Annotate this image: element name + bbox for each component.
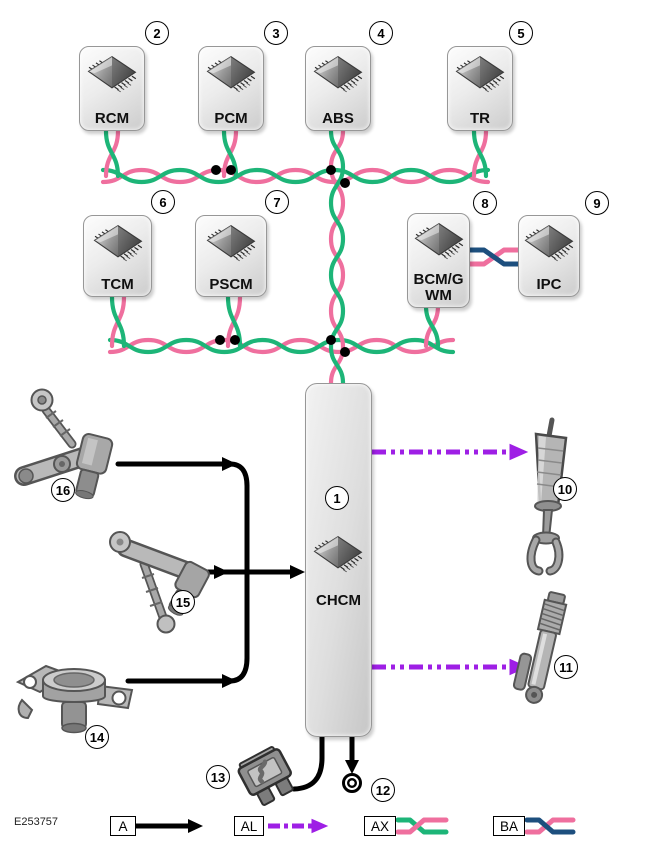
bus-junction-dots	[211, 165, 350, 357]
legend-code-ba: BA	[493, 816, 525, 836]
module-label: PCM	[214, 109, 248, 127]
chip-icon	[312, 54, 364, 94]
callout-6: 6	[151, 190, 175, 214]
module-label: ABS	[322, 109, 354, 127]
callout-11: 11	[554, 655, 578, 679]
module-label: RCM	[94, 109, 130, 127]
arrowhead	[311, 818, 329, 834]
module-bcm-gwm: BCM/GWM	[407, 213, 470, 308]
module-chcm: CHCM	[305, 383, 372, 737]
rcm-drop-green-wire	[103, 128, 121, 179]
legend-icons	[133, 817, 576, 835]
ride-height-sensor-rear-illustration	[109, 531, 210, 634]
module-label: IPC	[536, 275, 562, 293]
corner-top	[227, 461, 250, 489]
chip-icon	[86, 54, 138, 94]
chip-icon	[205, 223, 257, 263]
legend-code-al: AL	[234, 816, 264, 836]
suspension-mount-illustration	[15, 664, 134, 734]
chip-icon	[205, 54, 257, 94]
callout-2: 2	[145, 21, 169, 45]
chip-icon	[312, 534, 364, 574]
hardwired-connections	[115, 457, 305, 688]
callout-5: 5	[509, 21, 533, 45]
chip-icon	[454, 54, 506, 94]
callout-3: 3	[264, 21, 288, 45]
lower-can-bus-green-wire	[107, 337, 456, 355]
module-label: BCM/GWM	[413, 271, 464, 304]
callout-7: 7	[265, 190, 289, 214]
callout-10: 10	[553, 477, 577, 501]
top-can-bus-green-wire	[100, 167, 491, 185]
top-can-bus-pink-wire	[100, 167, 491, 185]
callout-9: 9	[585, 191, 609, 215]
module-pcm: PCM	[198, 46, 264, 131]
module-pscm: PSCM	[195, 215, 267, 297]
rear-shock-absorber-illustration	[512, 591, 568, 704]
chcm-bottom-wires	[291, 732, 362, 793]
figure-id: E253757	[14, 816, 59, 828]
ride-height-sensor-front-illustration	[14, 388, 114, 500]
chip-icon	[523, 223, 575, 263]
module-ipc: IPC	[518, 215, 580, 297]
module-label: TR	[470, 109, 490, 127]
arrowhead	[222, 674, 237, 688]
fuse-icon	[237, 746, 294, 806]
arrowhead	[214, 565, 229, 579]
legend-green-pink-twisted-pair	[395, 817, 449, 835]
callout-12: 12	[371, 778, 395, 802]
module-label: CHCM	[316, 592, 361, 609]
arrowhead	[188, 819, 203, 833]
callout-4: 4	[369, 21, 393, 45]
tr-drop-green-wire	[471, 128, 489, 179]
bcm-ipc-twisted-pair	[463, 247, 525, 267]
module-rcm: RCM	[79, 46, 145, 131]
module-tcm: TCM	[83, 215, 152, 297]
arrowhead-down	[345, 760, 359, 774]
callout-13: 13	[206, 765, 230, 789]
callout-15: 15	[171, 590, 195, 614]
lin-connections	[372, 443, 529, 676]
chip-icon	[92, 223, 144, 263]
legend-code-ax: AX	[364, 816, 396, 836]
legend-code-a: A	[110, 816, 136, 836]
corner-bottom	[227, 655, 250, 684]
callout-16: 16	[51, 478, 75, 502]
ground-ring-terminal-icon	[342, 773, 362, 793]
module-tr: TR	[447, 46, 513, 131]
callout-8: 8	[473, 191, 497, 215]
callout-14: 14	[85, 725, 109, 749]
tcm-drop-green-wire	[109, 294, 127, 349]
arrowhead-into-chcm	[290, 565, 305, 579]
arrowhead	[509, 443, 529, 461]
bcm-drop-green-wire	[423, 303, 441, 349]
callout-1: 1	[325, 486, 349, 510]
power-wire-to-fuse	[291, 732, 325, 792]
chip-icon	[413, 221, 465, 261]
module-label: PSCM	[209, 275, 253, 293]
module-label: TCM	[101, 275, 134, 293]
module-abs: ABS	[305, 46, 371, 131]
legend-blue-pink-twisted-pair	[524, 817, 576, 835]
